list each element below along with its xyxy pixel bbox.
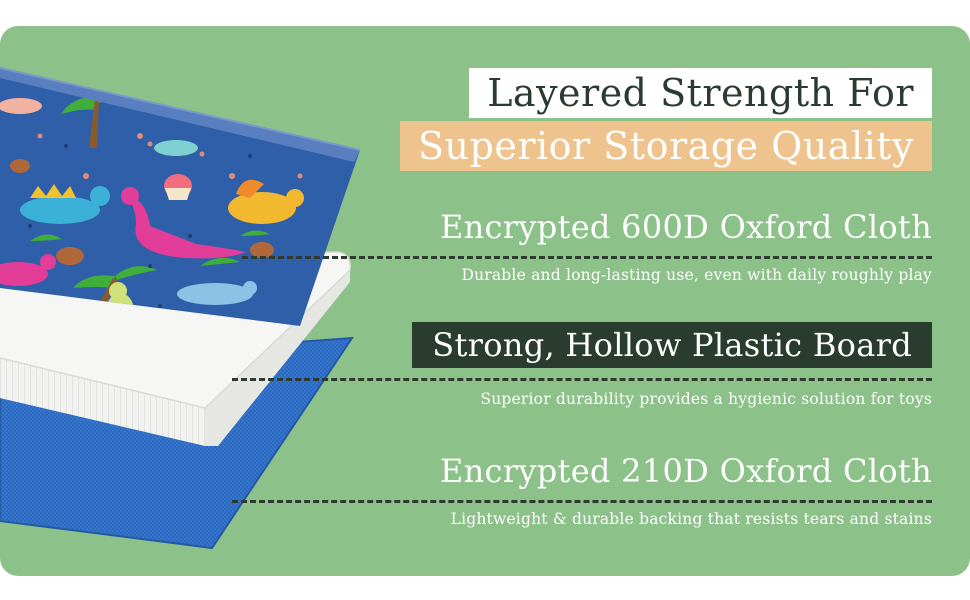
layer-2-title: Strong, Hollow Plastic Board bbox=[412, 322, 932, 368]
top-oxford-cloth-layer bbox=[0, 67, 361, 326]
layer-2-pointer-line bbox=[232, 378, 932, 381]
layer-1-title: Encrypted 600D Oxford Cloth bbox=[439, 208, 932, 246]
layer-3-title: Encrypted 210D Oxford Cloth bbox=[439, 452, 932, 490]
heading-line-2: Superior Storage Quality bbox=[400, 121, 932, 171]
dinosaur-icon bbox=[20, 184, 110, 224]
pinecone-icon bbox=[10, 159, 274, 265]
layer-1-pointer-line bbox=[242, 256, 932, 259]
layer-3-description: Lightweight & durable backing that resis… bbox=[450, 510, 932, 528]
material-layers-illustration bbox=[0, 67, 361, 550]
layer-1-description: Durable and long-lasting use, even with … bbox=[461, 266, 932, 284]
feature-panel: Layered Strength For Superior Storage Qu… bbox=[0, 26, 970, 576]
layer-3-pointer-line bbox=[232, 500, 932, 503]
heading-line-1: Layered Strength For bbox=[469, 68, 932, 118]
layer-2-description: Superior durability provides a hygienic … bbox=[480, 390, 932, 408]
